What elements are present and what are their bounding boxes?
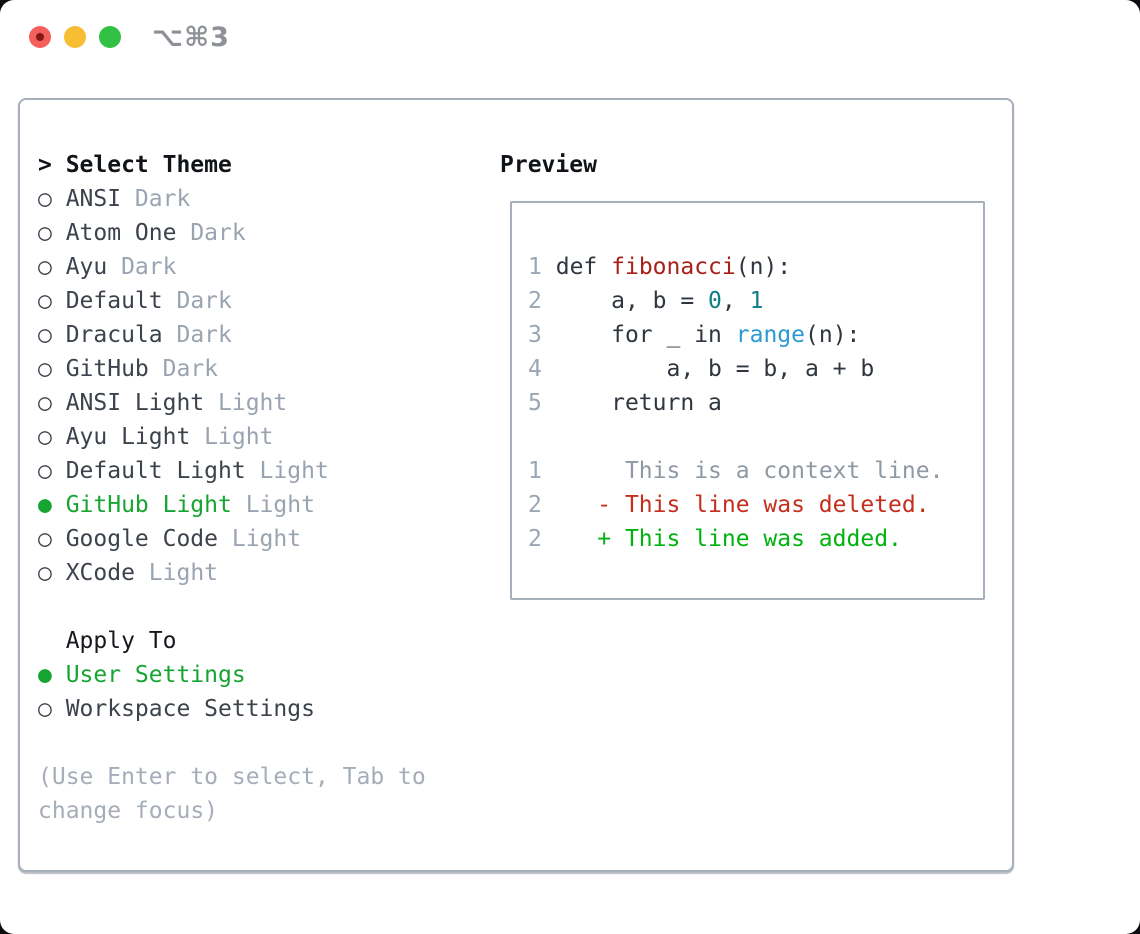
code-line: 5 return a [528, 390, 722, 416]
code-line: 3 for _ in range(n): [528, 322, 861, 348]
theme-option-ansi-light[interactable]: ○ANSI Light Light [38, 390, 288, 416]
apply-option-user-settings[interactable]: ●User Settings [38, 662, 246, 688]
theme-option-atom-one[interactable]: ○Atom One Dark [38, 220, 246, 246]
code-line: 2 - This line was deleted. [528, 492, 930, 518]
keyboard-hint: (Use Enter to select, Tab to change focus… [38, 760, 488, 828]
theme-option-ansi[interactable]: ○ANSI Dark [38, 186, 191, 212]
apply-option-workspace-settings[interactable]: ○Workspace Settings [38, 696, 315, 722]
hint-line: (Use Enter to select, Tab to [38, 764, 426, 790]
preview-box: 1 def fibonacci(n): 2 a, b = 0, 1 3 for _ … [510, 201, 985, 600]
code-line: 1 This is a context line. [528, 458, 944, 484]
theme-picker-panel: >Select Theme ○ANSI Dark○Atom One Dark○A… [18, 98, 1014, 872]
apply-to-title: Apply To [65, 628, 177, 654]
apply-to-header: Apply To [38, 624, 488, 658]
code-line [528, 420, 969, 454]
code-preview: 1 def fibonacci(n): 2 a, b = 0, 1 3 for _ … [528, 250, 969, 556]
select-theme-title: Select Theme [65, 152, 232, 178]
theme-list-column: >Select Theme ○ANSI Dark○Atom One Dark○A… [38, 148, 488, 828]
theme-option-ayu-light[interactable]: ○Ayu Light Light [38, 424, 274, 450]
maximize-button[interactable] [99, 26, 121, 48]
theme-option-default-light[interactable]: ○Default Light Light [38, 458, 329, 484]
theme-option-default[interactable]: ○Default Dark [38, 288, 232, 314]
theme-option-dracula[interactable]: ○Dracula Dark [38, 322, 232, 348]
apply-to-options-list: ●User Settings ○Workspace Settings [38, 658, 488, 726]
theme-option-github[interactable]: ○GitHub Dark [38, 356, 219, 382]
prompt-caret-icon: > [38, 152, 52, 178]
close-dot-icon [36, 33, 44, 41]
preview-title: Preview [500, 152, 597, 178]
window-title-shortcut: ⌥⌘3 [152, 21, 230, 53]
apply-to-section: Apply To ●User Settings ○Workspace Settin… [38, 624, 488, 726]
theme-options-list: ○ANSI Dark ○Atom One Dark ○Ayu Dark ○Defaul… [38, 182, 488, 590]
hint-line: change focus) [38, 798, 219, 824]
close-button[interactable] [29, 26, 51, 48]
select-theme-header: > Select Theme [38, 148, 488, 182]
code-line: 2 + This line was added. [528, 526, 902, 552]
theme-option-github-light[interactable]: ●GitHub Light Light [38, 492, 315, 518]
titlebar: ⌥⌘3 [0, 0, 1140, 74]
theme-option-xcode[interactable]: ○XCode Light [38, 560, 219, 586]
code-line: 4 a, b = b, a + b [528, 356, 875, 382]
code-line: 1 def fibonacci(n): [528, 254, 792, 280]
code-line: 2 a, b = 0, 1 [528, 288, 764, 314]
theme-option-ayu[interactable]: ○Ayu Dark [38, 254, 177, 280]
theme-option-google-code[interactable]: ○Google Code Light [38, 526, 302, 552]
minimize-button[interactable] [64, 26, 86, 48]
preview-column: Preview 1 def fibonacci(n): 2 a, b = 0, 1… [500, 148, 996, 600]
